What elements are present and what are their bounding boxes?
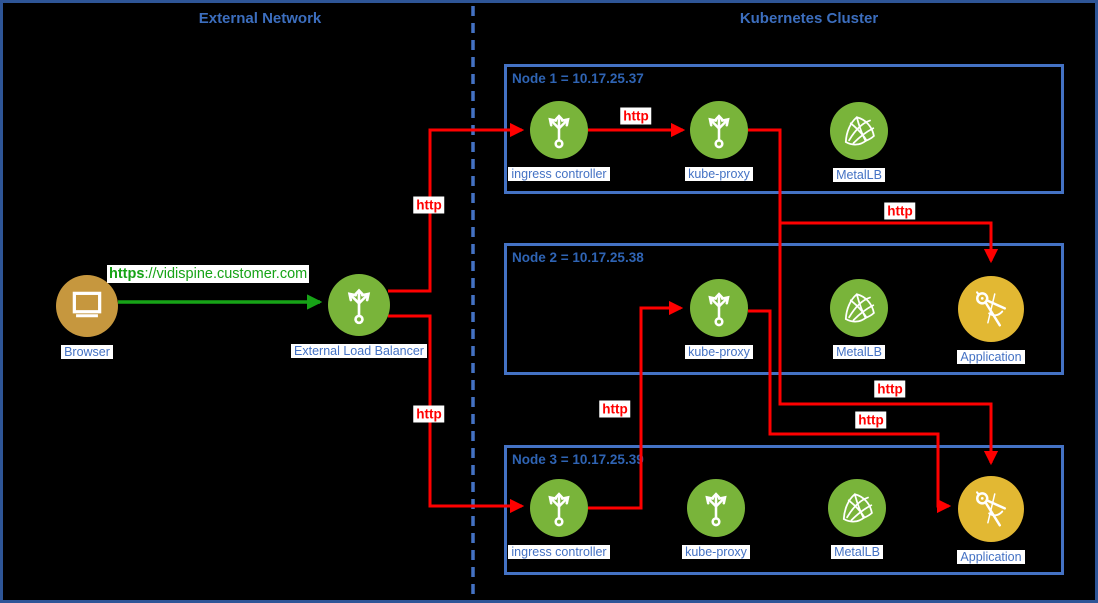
external-network-title: External Network xyxy=(198,10,322,27)
metallb-label: MetalLB xyxy=(831,545,883,559)
component-ingress-controller-node1: ingress controller xyxy=(489,101,629,181)
ingress-controller-icon xyxy=(548,114,570,149)
component-kube-proxy-node3: kube-proxy xyxy=(646,479,786,559)
load-balancer-icon xyxy=(347,288,371,325)
kube-proxy-label: kube-proxy xyxy=(685,345,753,359)
kube-proxy-icon xyxy=(705,492,727,527)
http-label-elb-up: http xyxy=(413,196,445,214)
component-metallb-node2: MetalLB xyxy=(789,279,929,359)
component-kube-proxy-node1: kube-proxy xyxy=(649,101,789,181)
application-icon xyxy=(976,491,1006,527)
kubernetes-cluster-title: Kubernetes Cluster xyxy=(739,10,879,27)
https-url-scheme: https xyxy=(109,266,145,282)
http-label-elb-down: http xyxy=(413,405,445,423)
node-3-title: Node 3 = 10.17.25.39 xyxy=(512,452,644,467)
kube-proxy-icon xyxy=(708,114,730,149)
browser-label: Browser xyxy=(61,345,113,359)
https-url-label: https://vidispine.customer.com xyxy=(107,265,310,283)
kube-proxy-label: kube-proxy xyxy=(685,167,753,181)
application-icon xyxy=(976,291,1006,327)
external-load-balancer-label: External Load Balancer xyxy=(291,344,427,358)
ingress-controller-icon xyxy=(548,492,570,527)
kube-proxy-icon xyxy=(708,292,730,327)
http-label-ingress3-kubeproxy2: http xyxy=(599,400,631,418)
metallb-label: MetalLB xyxy=(833,168,885,182)
ingress-controller-label: ingress controller xyxy=(508,545,610,559)
https-url-rest: ://vidispine.customer.com xyxy=(144,266,308,282)
http-label-to-app-node3-lower: http xyxy=(855,411,887,429)
metallb-label: MetalLB xyxy=(833,345,885,359)
http-label-to-app-node2: http xyxy=(884,202,916,220)
component-metallb-node1: MetalLB xyxy=(789,102,929,182)
http-label-to-app-node3-upper: http xyxy=(874,380,906,398)
http-label-ingress1-kubeproxy1: http xyxy=(620,107,652,125)
node-1-title: Node 1 = 10.17.25.37 xyxy=(512,71,644,86)
metallb-icon xyxy=(842,493,873,523)
metallb-icon xyxy=(844,116,875,146)
node-2-title: Node 2 = 10.17.25.38 xyxy=(512,250,644,265)
metallb-icon xyxy=(844,293,875,323)
ingress-controller-label: ingress controller xyxy=(508,167,610,181)
kube-proxy-label: kube-proxy xyxy=(682,545,750,559)
component-metallb-node3: MetalLB xyxy=(787,479,927,559)
component-ingress-controller-node3: ingress controller xyxy=(489,479,629,559)
component-external-load-balancer: External Load Balancer xyxy=(289,274,429,358)
component-application-node3: Application xyxy=(921,476,1061,564)
browser-icon xyxy=(72,291,102,318)
component-kube-proxy-node2: kube-proxy xyxy=(649,279,789,359)
application-label: Application xyxy=(957,550,1025,564)
component-application-node2: Application xyxy=(921,276,1061,364)
component-browser: Browser xyxy=(17,275,157,359)
application-label: Application xyxy=(957,350,1025,364)
